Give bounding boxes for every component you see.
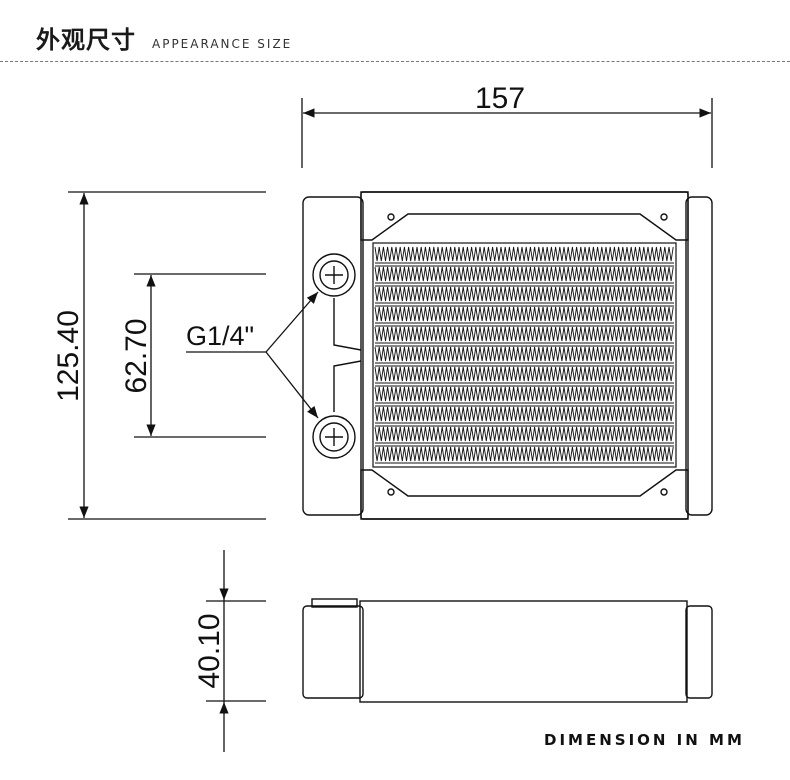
height-dimension — [68, 191, 266, 520]
inlet-port — [312, 253, 356, 297]
thickness-dimension — [206, 550, 266, 752]
port-spacing-dimension — [134, 273, 266, 438]
outlet-port — [312, 415, 356, 459]
section-header: 外观尺寸 APPEARANCE SIZE — [36, 20, 292, 54]
width-dimension-label: 157 — [475, 82, 525, 115]
radiator-front-view — [302, 191, 713, 520]
height-dimension-label: 125.40 — [52, 310, 85, 402]
radiator-side-view — [302, 598, 713, 703]
section-title-en: APPEARANCE SIZE — [152, 37, 293, 51]
port-spacing-label: 62.70 — [120, 318, 153, 393]
section-title-cn: 外观尺寸 — [36, 26, 136, 54]
port-callout-leader — [186, 291, 319, 419]
port-thread-label: G1/4" — [186, 321, 254, 351]
width-dimension — [301, 98, 713, 168]
radiator-fin-core — [372, 242, 677, 468]
header-divider — [0, 61, 790, 62]
units-note: DIMENSION IN MM — [544, 731, 745, 749]
thickness-label: 40.10 — [193, 613, 226, 688]
